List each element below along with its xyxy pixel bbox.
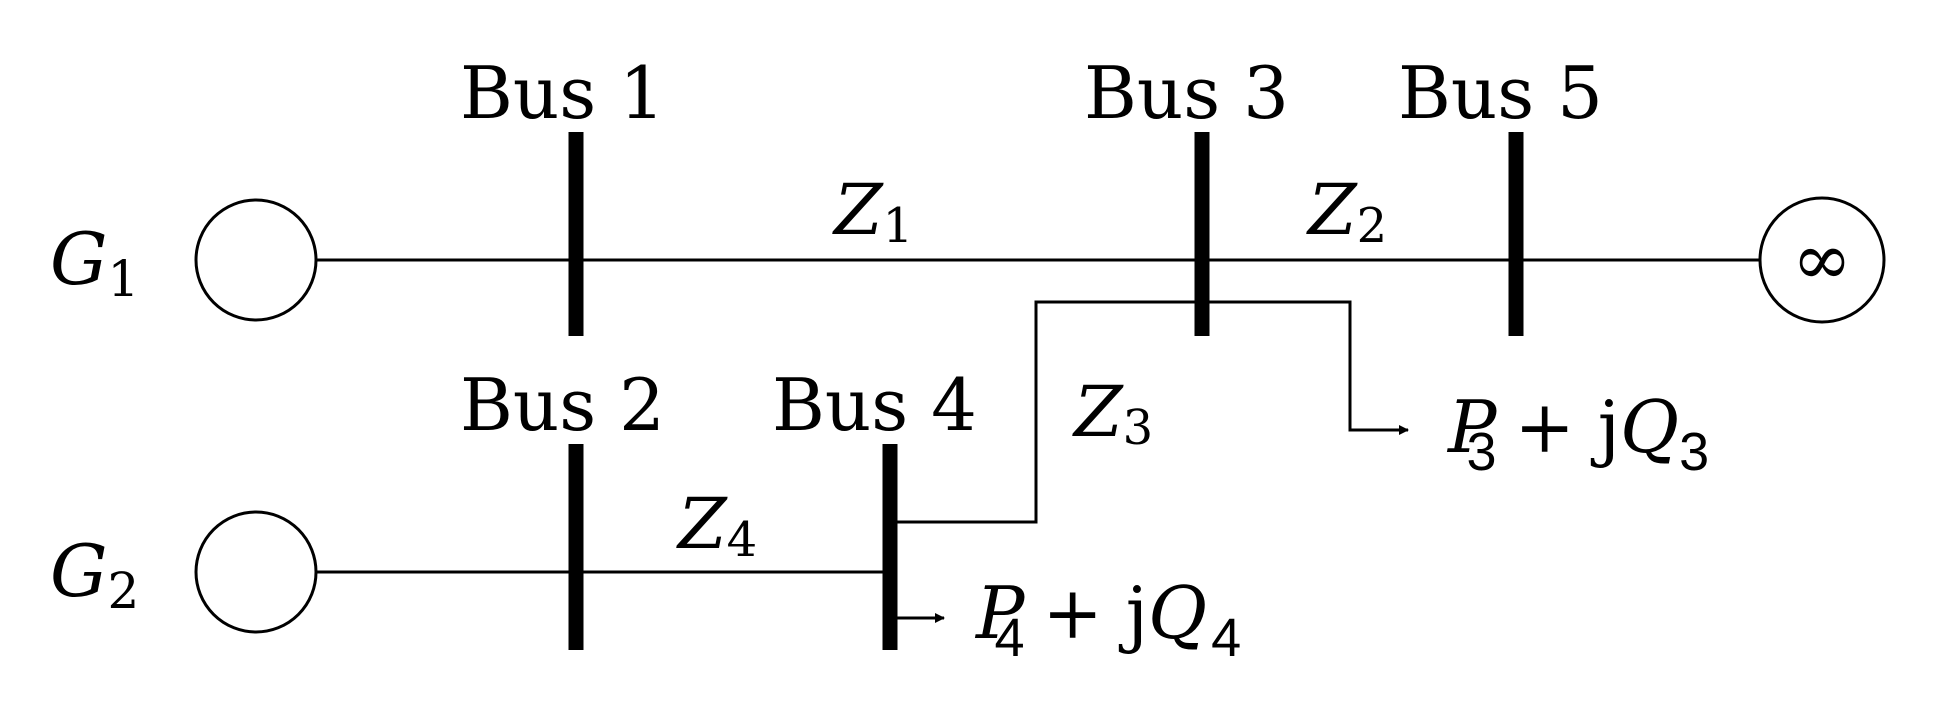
impedance-label-z4: Z4 — [676, 483, 757, 568]
impedance-label-z1: Z1 — [832, 169, 913, 254]
impedance-label-z3: Z3 — [1072, 371, 1153, 456]
bus-label-4: Bus 4 — [772, 363, 977, 447]
bus-label-5: Bus 5 — [1398, 51, 1603, 135]
bus-label-3: Bus 3 — [1084, 51, 1289, 135]
line-z3-bus3-to-bus4 — [896, 300, 1204, 524]
load-label-bus4: P4+ jQ4 — [974, 571, 1241, 668]
generator-2-symbol — [194, 510, 318, 634]
infinite-bus-symbol — [1758, 196, 1886, 324]
bus-label-2: Bus 2 — [460, 363, 665, 447]
generator-label-2: G2 — [50, 529, 139, 620]
impedance-label-z2: Z2 — [1306, 169, 1387, 254]
load-label-bus3: P3+ jQ3 — [1446, 385, 1709, 482]
bus-label-1: Bus 1 — [460, 51, 665, 135]
generator-1-symbol — [194, 198, 318, 322]
generator-label-1: G1 — [50, 217, 139, 308]
infinity-icon: ∞ — [1792, 217, 1852, 301]
load-arrow-bus3 — [1204, 300, 1409, 435]
